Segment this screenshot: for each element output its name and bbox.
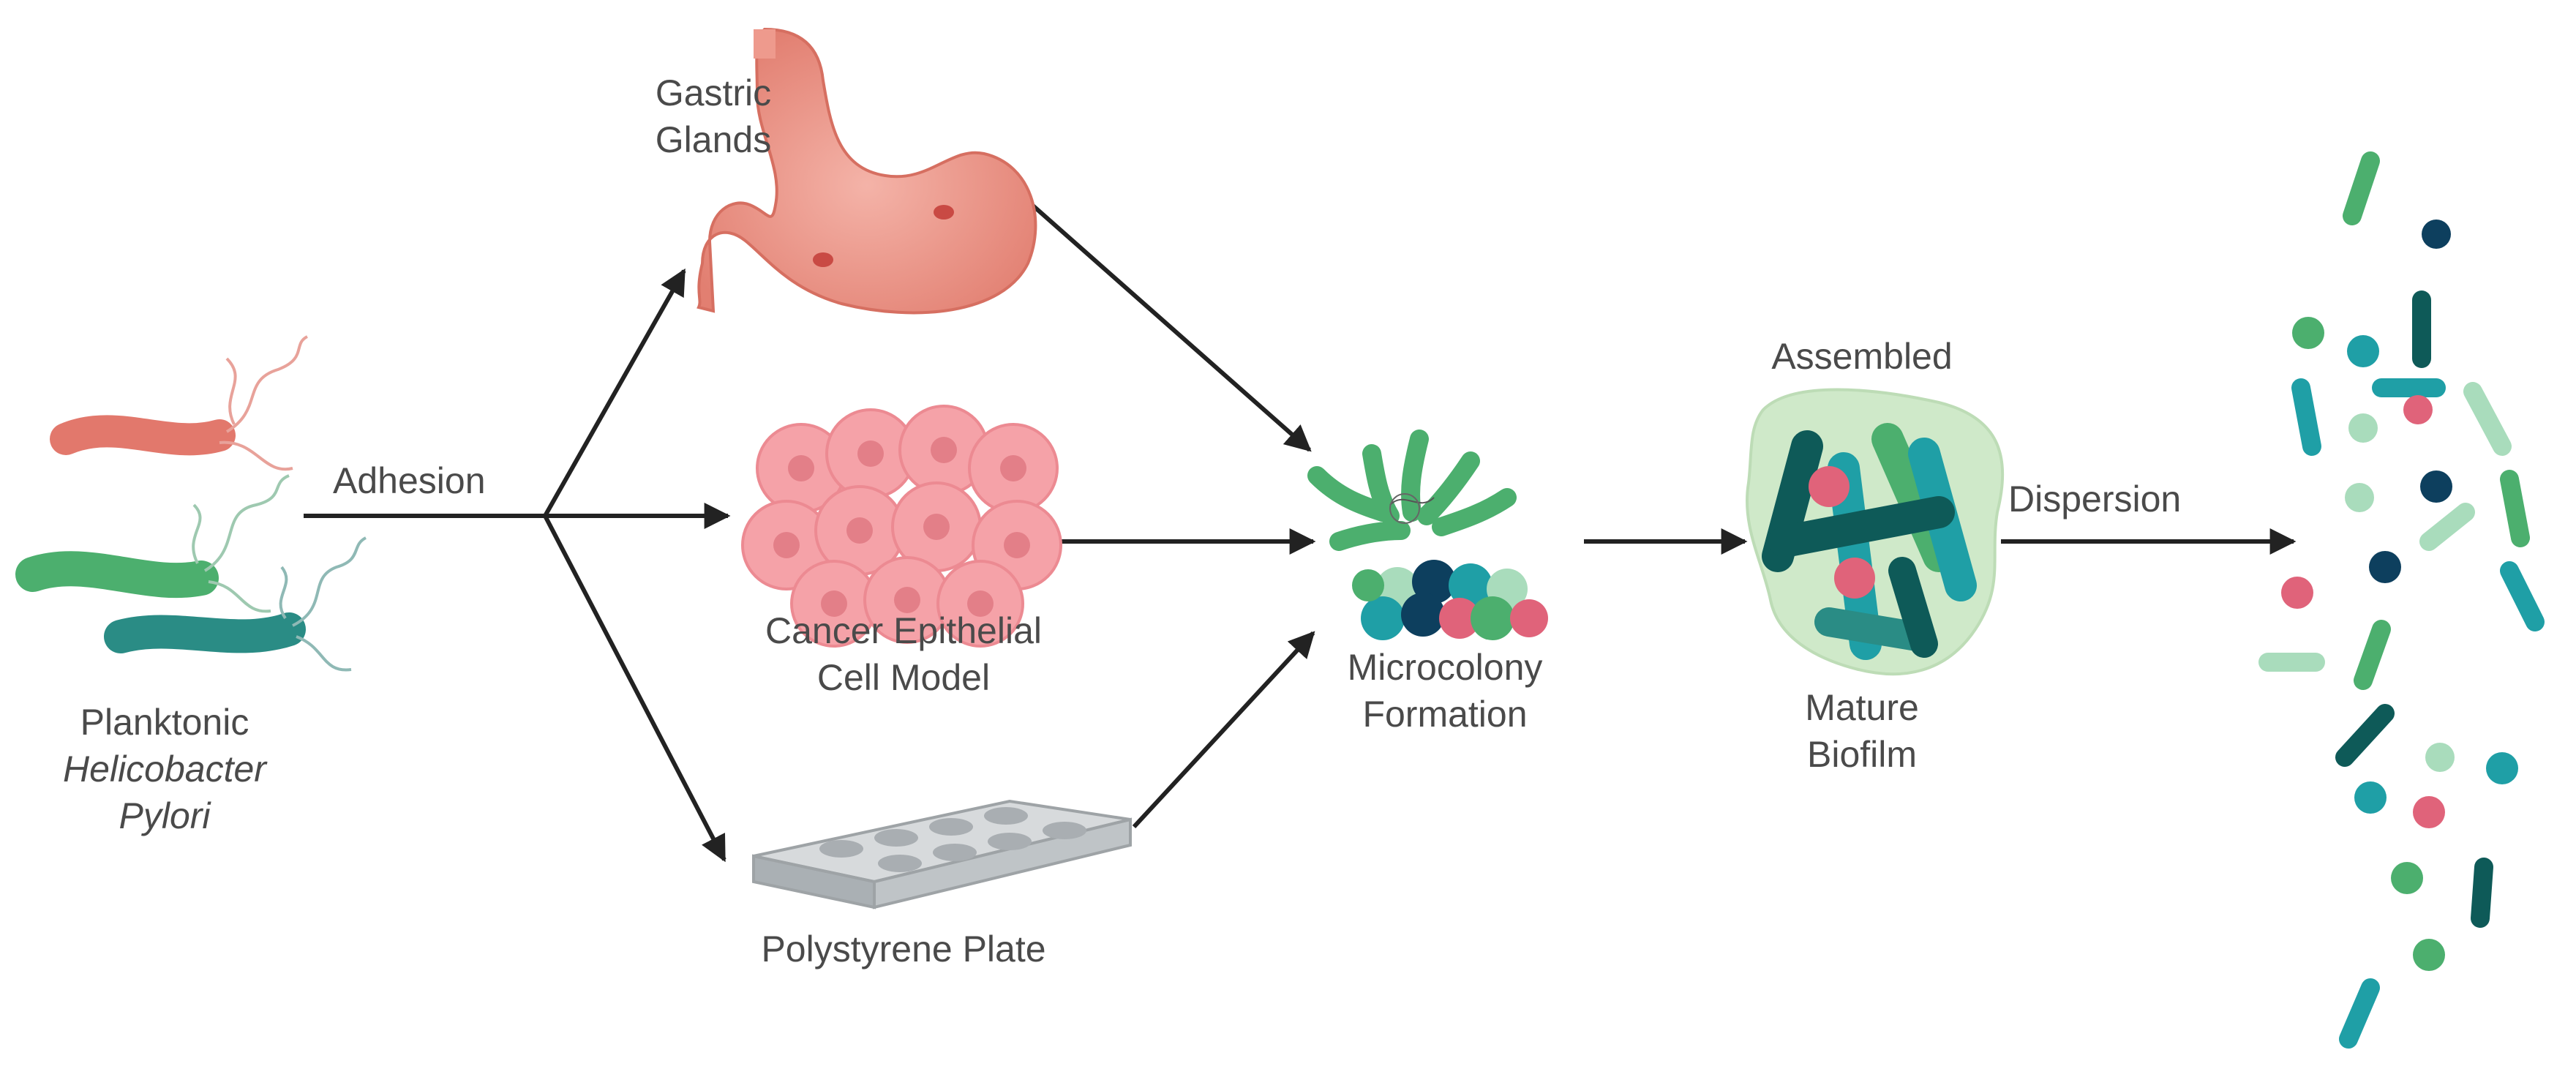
arrow-gastric-to-micro [1026,199,1312,452]
arrow-to-gastric [543,268,686,517]
salmon-bacterium-icon [50,335,309,471]
microcolony-line2: Formation [1362,694,1528,735]
planktonic-line1: Planktonic [80,702,249,743]
cancer-line1: Cancer Epithelial [765,610,1042,651]
gastric-line1: Gastric [655,72,772,113]
dispersed-cells-icon [2258,151,2545,1049]
polystyrene-plate-label: Polystyrene Plate [761,929,1046,970]
planktonic-line2: Helicobacter [63,749,266,790]
planktonic-bacteria-icon [15,335,367,672]
dispersion-label: Dispersion [2008,479,2182,520]
arrows [304,199,2297,863]
arrow-to-plate [543,514,726,863]
mature-biofilm-icon [1745,388,2005,676]
microcolony-line1: Microcolony [1347,647,1543,688]
gastric-glands-label: Gastric Glands [656,70,771,163]
mature-line2: Biofilm [1806,734,1918,775]
gastric-line2: Glands [655,119,772,160]
cancer-line2: Cell Model [816,657,991,698]
planktonic-line3: Pylori [119,795,211,836]
planktonic-label: Planktonic Helicobacter Pylori [63,699,266,839]
assembled-label: Assembled [1771,336,1953,377]
stomach-icon [696,27,1037,315]
green-bacterium-icon [15,474,290,613]
teal-bacterium-icon [104,536,367,672]
mature-line1: Mature [1805,687,1919,728]
mature-biofilm-label: Mature Biofilm [1805,684,1919,778]
adhesion-label: Adhesion [333,460,486,501]
arrow-plate-to-micro [1132,631,1315,829]
cancer-epithelial-label: Cancer Epithelial Cell Model [765,607,1042,701]
microcolony-icon [1307,430,1548,640]
cancer-cells-icon [741,405,1062,648]
microcolony-formation-label: Microcolony Formation [1348,644,1543,738]
polystyrene-plate-icon [752,799,1132,910]
